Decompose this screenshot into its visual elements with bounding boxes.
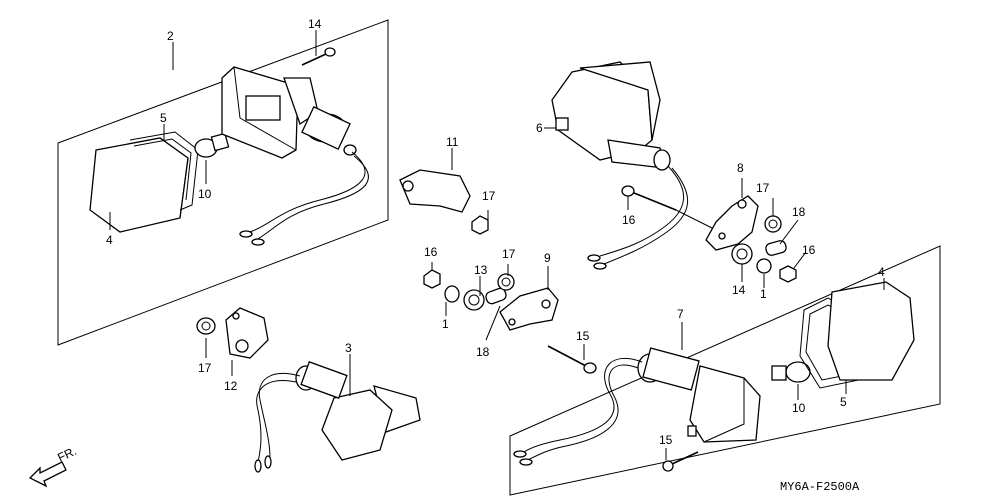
callout-17-a: 17 [482,189,496,203]
callout-labels: 2 14 5 10 4 11 17 6 16 8 17 18 16 14 1 1… [55,17,885,494]
nut-16-center [423,269,441,289]
bracket-9 [499,287,559,331]
callout-16-center: 16 [424,245,438,259]
callout-13-right: 14 [732,283,746,297]
callout-6: 6 [536,121,543,135]
screw-15-upper [621,185,717,231]
callout-1-right: 1 [760,287,767,301]
lens-4-right [827,281,915,381]
screw-14-top [301,30,336,66]
callout-17-b: 17 [756,181,770,195]
washer-1-right [756,258,772,274]
callout-8: 8 [737,161,744,175]
callout-5-right: 5 [840,395,847,409]
housing-body-left [221,66,357,159]
callout-1-center: 1 [442,317,449,331]
callout-18-center: 18 [476,345,490,359]
callout-17-d: 17 [198,361,212,375]
callout-13-center: 13 [474,263,488,277]
bushing-18-right [765,240,787,256]
rear-left-assembly-box [57,19,389,346]
nut-17-center [497,273,515,291]
callout-5-left: 5 [160,111,167,125]
bracket-12 [225,307,269,359]
leader-lines [109,124,885,460]
callout-14-top: 14 [308,17,322,31]
callout-4-left: 4 [106,233,113,247]
wire-left [239,151,369,246]
screw-15-lower [547,345,597,374]
grommet-13-center [463,289,485,311]
rear-right-assembly-box [509,245,941,496]
callout-14-bottom: 15 [659,433,673,447]
housing-body-right [513,347,761,466]
callout-16-right: 16 [802,243,816,257]
callout-4-right: 4 [878,265,885,279]
callout-15-upper: 16 [622,213,636,227]
callout-10-right: 10 [792,401,806,415]
callout-2: 2 [167,29,174,43]
nut-17-center-top [471,215,489,235]
bushing-18-center [485,287,507,305]
callout-7: 7 [677,307,684,321]
front-right-signal-6 [551,61,688,270]
front-direction-arrow-icon [28,461,67,488]
bracket-8 [705,178,759,251]
nut-17-left-lower [196,317,216,335]
washer-1-center [444,285,460,303]
callout-17-c: 17 [502,247,516,261]
bulb-10-left [194,132,230,158]
callout-9: 9 [544,251,551,265]
callout-15-lower: 15 [576,329,590,343]
collar-17-right [764,215,782,233]
callout-12: 12 [224,379,238,393]
callout-11: 11 [446,135,459,149]
bracket-11 [399,148,471,213]
diagram-code: MY6A-F2500A [780,480,860,494]
callout-18-right: 18 [792,205,806,219]
front-label: FR. [55,444,78,465]
grommet-13-right [731,243,753,265]
callout-10-left: 10 [198,187,212,201]
rear-left-signal-3 [254,361,421,473]
screw-14-bottom [662,451,699,472]
nut-16-right [779,265,797,283]
lens-4-left [89,137,189,233]
callout-3: 3 [345,341,352,355]
bulb-10-right [771,361,811,383]
